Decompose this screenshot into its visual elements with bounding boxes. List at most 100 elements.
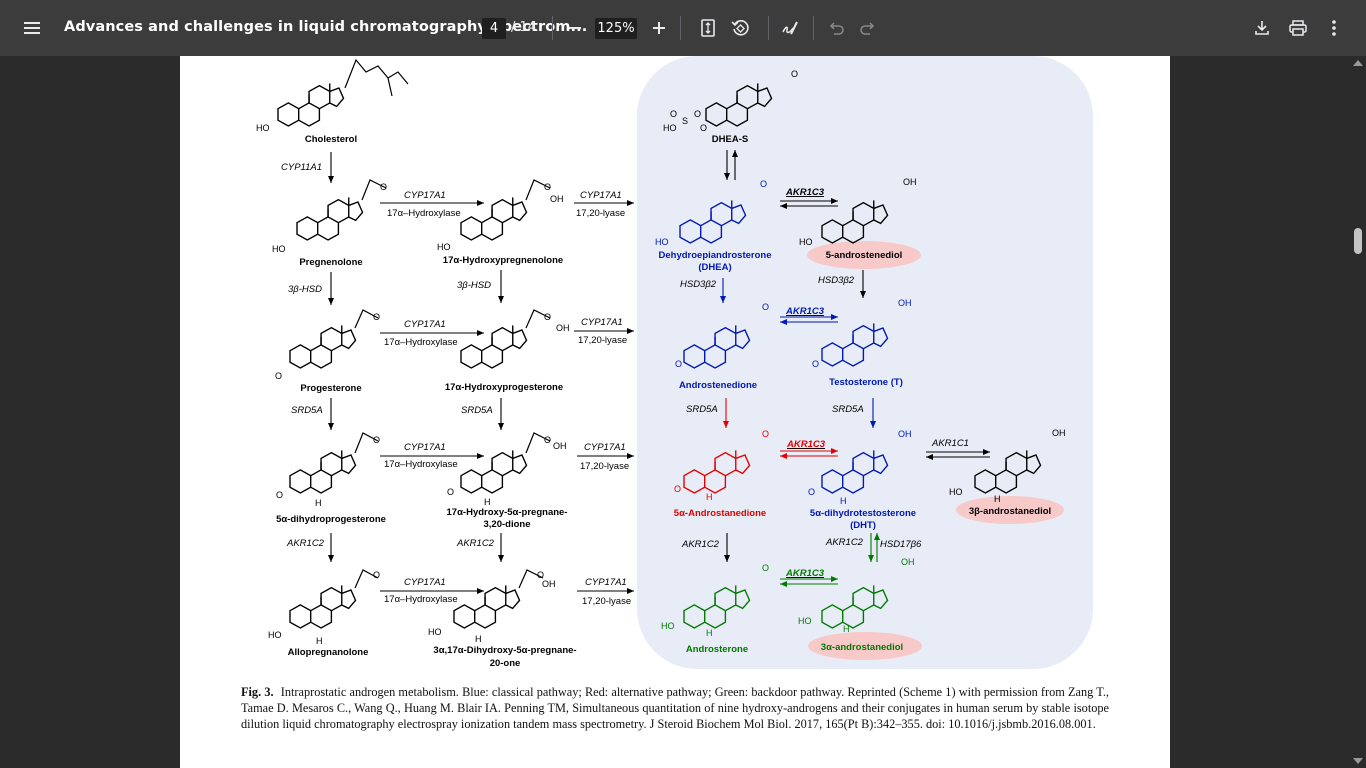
- acetyl-group: [525, 179, 551, 201]
- label-progesterone: Progesterone: [300, 383, 361, 394]
- atom-o: O: [791, 69, 798, 79]
- undo-button[interactable]: [820, 12, 852, 44]
- atom-oh: OH: [898, 298, 912, 308]
- zoom-in-button[interactable]: [643, 12, 675, 44]
- zoom-out-button[interactable]: [559, 12, 591, 44]
- page-number-input[interactable]: 4: [482, 18, 506, 39]
- acetyl-group: [361, 179, 387, 201]
- highlight-androstenediol: [807, 241, 921, 269]
- enzyme-akr1c1: AKR1C1: [931, 438, 969, 449]
- enzyme-3b-hsd: 3β-HSD: [457, 280, 491, 291]
- vertical-scrollbar[interactable]: [1350, 56, 1366, 768]
- toolbar-divider: [552, 16, 553, 40]
- figure-caption: Fig. 3. Intraprostatic androgen metaboli…: [241, 684, 1109, 732]
- print-button[interactable]: [1282, 12, 1314, 44]
- label-allopregnanolone: Allopregnanolone: [288, 647, 369, 658]
- enzyme-hsd3b2: HSD3β2: [818, 275, 855, 286]
- enzyme-lyase: 17,20-lyase: [580, 461, 629, 472]
- label-testosterone: Testosterone (T): [829, 377, 903, 388]
- enzyme-cyp17a1: CYP17A1: [585, 577, 627, 588]
- acetyl-group: [525, 432, 551, 454]
- annotate-button[interactable]: [774, 12, 806, 44]
- atom-h: H: [315, 498, 322, 508]
- enzyme-srd5a: SRD5A: [686, 404, 718, 415]
- caption-text: Intraprostatic androgen metabolism. Blue…: [241, 685, 1109, 731]
- allopregnanolone-structure: [289, 584, 357, 629]
- document-title: Advances and challenges in liquid chroma…: [64, 19, 588, 35]
- enzyme-akr1c3: AKR1C3: [786, 439, 826, 450]
- print-icon: [1289, 20, 1307, 36]
- enzyme-srd5a: SRD5A: [461, 405, 493, 416]
- redo-button[interactable]: [852, 12, 884, 44]
- label-a-androstanediol: 3α-androstanediol: [821, 642, 903, 653]
- enzyme-srd5a: SRD5A: [291, 405, 323, 416]
- plus-icon: [653, 22, 665, 34]
- atom-oh: OH: [903, 177, 917, 187]
- label-dhea-1: Dehydroepiandrosterone: [659, 250, 772, 261]
- download-icon: [1255, 21, 1269, 35]
- label-hydroxy-pregnanedione-2: 3,20-dione: [484, 519, 531, 530]
- atom-ho: HO: [437, 242, 451, 252]
- page-total: / 14: [511, 20, 537, 35]
- toolbar-divider: [680, 16, 681, 40]
- enzyme-akr1c2: AKR1C2: [681, 539, 720, 550]
- atom-ho: HO: [798, 616, 812, 626]
- atom-h: H: [475, 634, 482, 644]
- atom-ho: HO: [661, 621, 675, 631]
- download-button[interactable]: [1246, 12, 1278, 44]
- pdf-toolbar: Advances and challenges in liquid chroma…: [0, 0, 1366, 56]
- atom-ho: HO: [663, 123, 677, 133]
- atom-oh: OH: [556, 323, 570, 333]
- enzyme-cyp17a1: CYP17A1: [584, 442, 626, 453]
- enzyme-lyase: 17,20-lyase: [578, 335, 627, 346]
- redo-icon: [860, 22, 875, 35]
- scrollbar-thumb[interactable]: [1354, 228, 1362, 254]
- fit-page-button[interactable]: [692, 12, 724, 44]
- hydroxypregnenolone-structure: [460, 196, 528, 241]
- atom-o: O: [373, 570, 380, 580]
- atom-o: O: [373, 312, 380, 322]
- atom-o: O: [544, 312, 551, 322]
- pregnenolone-structure: [296, 196, 364, 241]
- pdf-page: Cholesterol DHEA-S Pregnenolone 17α-Hydr…: [180, 56, 1170, 768]
- hamburger-menu-icon[interactable]: [16, 12, 48, 44]
- atom-h: H: [840, 496, 847, 506]
- enzyme-akr1c2: AKR1C2: [456, 538, 495, 549]
- atom-ho: HO: [256, 123, 270, 133]
- acetyl-group: [354, 432, 379, 454]
- rotate-icon: [731, 20, 749, 36]
- label-dhea-2: (DHEA): [698, 262, 731, 273]
- atom-o: O: [694, 109, 701, 119]
- atom-h: H: [316, 636, 323, 646]
- enzyme-cyp17a1: CYP17A1: [404, 319, 446, 330]
- highlight-3b-androstanediol: [956, 496, 1064, 524]
- atom-o: O: [762, 302, 769, 312]
- more-options-button[interactable]: [1318, 12, 1350, 44]
- acetyl-group: [518, 569, 544, 589]
- enzyme-3b-hsd: 3β-HSD: [288, 284, 322, 295]
- more-vert-icon: [1332, 20, 1336, 36]
- label-dht-2: (DHT): [850, 520, 876, 531]
- enzyme-akr1c3: AKR1C3: [785, 306, 825, 317]
- atom-ho: HO: [655, 237, 669, 247]
- enzyme-cyp17a1: CYP17A1: [404, 442, 446, 453]
- atom-o: O: [762, 429, 769, 439]
- dihydroprogesterone-structure: [289, 449, 357, 494]
- scroll-down-arrow-icon[interactable]: [1353, 758, 1363, 764]
- enzyme-srd5a: SRD5A: [832, 404, 864, 415]
- atom-o: O: [276, 490, 283, 500]
- atom-oh: OH: [542, 579, 556, 589]
- atom-o: O: [808, 487, 815, 497]
- scroll-up-arrow-icon[interactable]: [1353, 60, 1363, 66]
- fit-page-icon: [701, 19, 715, 37]
- zoom-level-input[interactable]: 125%: [595, 18, 637, 39]
- steroid-pathway-figure: Cholesterol DHEA-S Pregnenolone 17α-Hydr…: [256, 56, 1093, 669]
- label-androstanedione: 5α-Androstanedione: [674, 508, 766, 519]
- label-pregnenolone: Pregnenolone: [299, 257, 362, 268]
- atom-h: H: [994, 494, 1001, 504]
- atom-o: O: [674, 484, 681, 494]
- rotate-button[interactable]: [724, 12, 756, 44]
- atom-o: O: [675, 359, 682, 369]
- atom-o: O: [380, 182, 387, 192]
- atom-o: O: [544, 435, 551, 445]
